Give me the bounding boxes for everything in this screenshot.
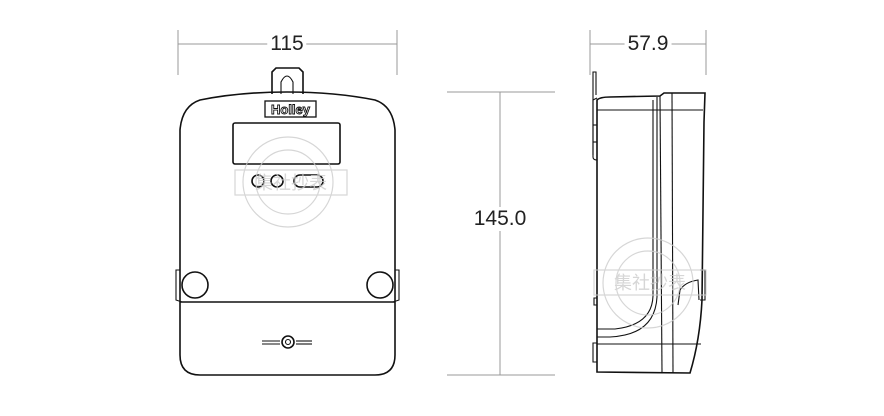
- side-body: [596, 92, 706, 374]
- height-dimension-lines: [447, 91, 555, 376]
- hanging-tab: [271, 67, 304, 94]
- optical-port: [293, 174, 324, 188]
- svg-text:Holley: Holley: [271, 102, 311, 117]
- lcd-display: [232, 122, 341, 165]
- terminal-screw: [281, 335, 295, 349]
- indicator-led-1: [251, 174, 265, 188]
- watermark-front: 集社抄表: [234, 136, 348, 228]
- indicator-led-2: [270, 174, 284, 188]
- right-seal-screw: [366, 271, 394, 299]
- watermark-side: 集社抄表: [593, 237, 707, 329]
- brand-logo: [264, 100, 317, 118]
- meter-body: [179, 91, 396, 376]
- side-view: [592, 71, 706, 374]
- front-view: Holley: [175, 67, 400, 376]
- left-seal-screw: [181, 271, 209, 299]
- depth-dimension-label: 57.9: [624, 32, 672, 56]
- svg-text:集社抄表: 集社抄表: [614, 273, 686, 294]
- width-dimension-label: 115: [267, 32, 307, 56]
- svg-text:集社抄表: 集社抄表: [255, 173, 327, 194]
- height-dimension-label: 145.0: [470, 207, 530, 231]
